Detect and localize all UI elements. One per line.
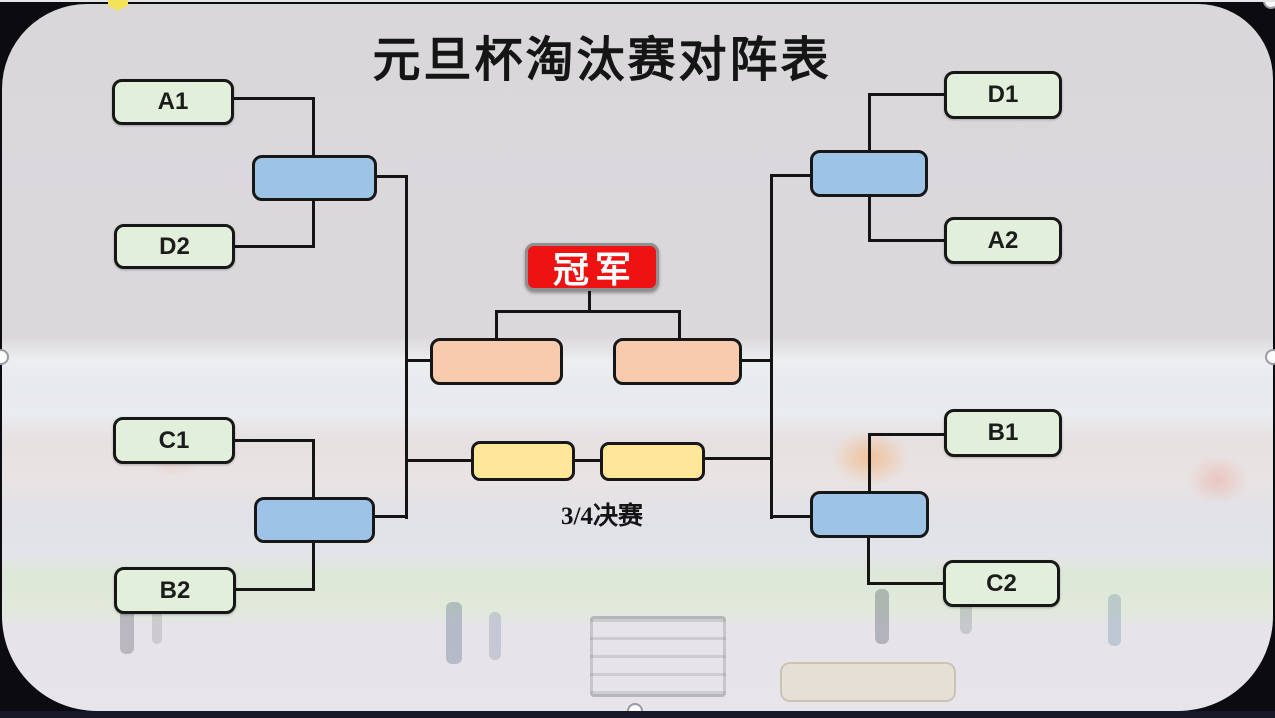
connector-line [312,439,315,499]
champion-box: 冠军 [525,243,659,291]
connector-line [495,310,681,313]
background-figure [489,612,501,660]
connector-line [678,310,681,340]
connector-line [869,433,946,436]
connector-line [406,359,432,362]
connector-line [312,97,315,157]
finalist-box-right[interactable] [613,338,742,385]
connector-line [573,459,602,462]
team-label: B1 [987,419,1019,446]
connector-line [312,200,315,248]
team-box-d1[interactable]: D1 [944,71,1062,119]
connector-line [869,93,946,96]
bottom-edge-bar [0,711,1275,718]
team-label: D2 [159,232,190,260]
top-edge-line [0,0,1275,2]
connector-line [770,174,812,177]
bracket-title: 元旦杯淘汰赛对阵表 [372,34,832,87]
connector-line [312,541,315,591]
team-box-c1[interactable]: C1 [113,417,235,464]
connector-line [375,175,408,178]
background-equipment [780,662,956,702]
connector-line [405,175,408,519]
connector-line [869,239,946,242]
resize-handle-left[interactable] [0,349,9,365]
background-figure [446,602,462,664]
connector-line [495,310,498,340]
connector-line [373,515,407,518]
team-label: D1 [987,81,1019,108]
team-label: C1 [158,426,190,454]
slide-marker-icon[interactable] [108,0,128,11]
connector-line [867,582,946,585]
semifinal-box-right-bottom[interactable] [810,491,929,538]
connector-line [770,174,773,519]
connector-line [868,195,871,242]
resize-handle-top-right[interactable] [1263,0,1275,9]
resize-handle-right[interactable] [1265,349,1275,365]
connector-line [868,433,871,493]
semifinal-box-left-bottom[interactable] [254,497,375,543]
connector-line [588,289,591,313]
connector-line [770,515,812,518]
background-figure [875,589,889,644]
third-place-match-label: 3/4决赛 [561,503,643,530]
connector-line [232,97,314,100]
slide-canvas: 元旦杯淘汰赛对阵表 A1 [2,4,1273,711]
team-box-b2[interactable]: B2 [114,567,236,614]
team-label: A2 [987,226,1019,254]
connector-line [867,537,870,585]
background-figure [1108,594,1121,646]
connector-line [703,457,773,460]
third-place-box-left[interactable] [471,441,575,481]
team-label: B2 [159,576,191,604]
finalist-box-left[interactable] [430,338,563,385]
third-place-box-right[interactable] [600,442,705,481]
team-label: A1 [157,88,189,115]
connector-line [406,459,473,462]
connector-line [740,359,773,362]
connector-line [233,245,314,248]
connector-line [868,93,871,152]
semifinal-box-left-top[interactable] [252,155,377,201]
team-box-c2[interactable]: C2 [943,560,1060,607]
team-box-b1[interactable]: B1 [944,409,1062,457]
champion-label: 冠军 [552,250,637,290]
team-box-a2[interactable]: A2 [944,217,1062,264]
team-label: C2 [986,569,1017,597]
team-box-a1[interactable]: A1 [112,79,234,125]
semifinal-box-right-top[interactable] [810,150,928,197]
background-scaffold [590,616,726,697]
connector-line [235,588,314,591]
team-box-d2[interactable]: D2 [114,224,235,269]
connector-line [234,439,314,442]
